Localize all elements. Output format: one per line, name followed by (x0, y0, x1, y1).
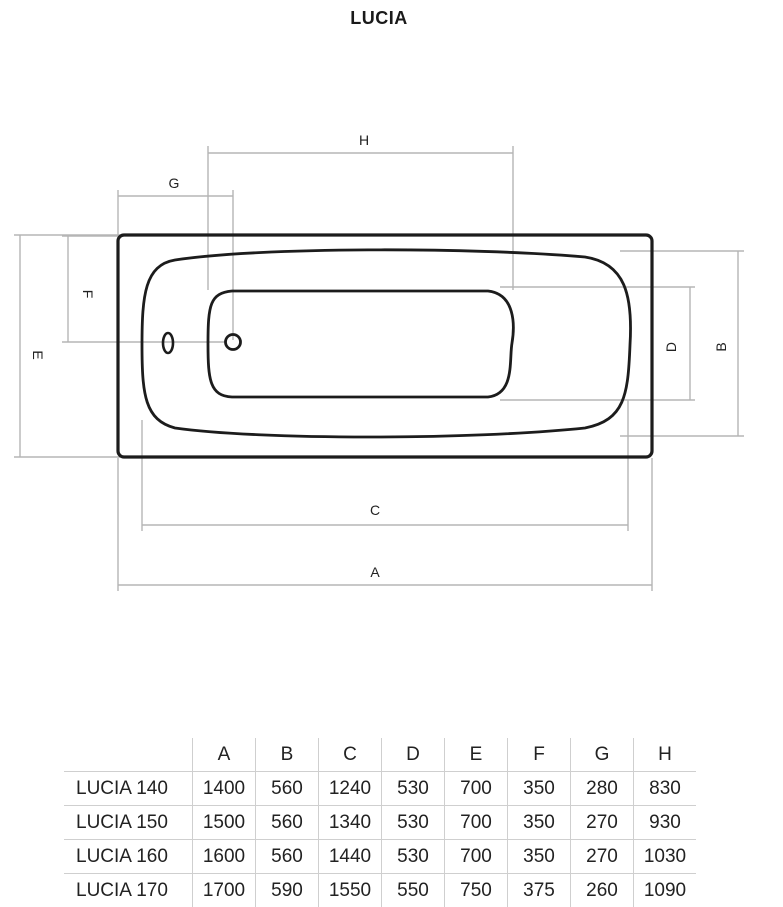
column-header: E (445, 738, 508, 772)
dimension-label-b: B (713, 342, 729, 351)
value-cell: 1700 (193, 874, 256, 907)
value-cell: 1090 (634, 874, 697, 907)
dimension-label-g: G (169, 175, 180, 191)
dimension-label-d: D (663, 342, 679, 352)
value-cell: 1600 (193, 840, 256, 874)
value-cell: 1440 (319, 840, 382, 874)
column-header: G (571, 738, 634, 772)
value-cell: 280 (571, 772, 634, 806)
value-cell: 350 (508, 772, 571, 806)
value-cell: 700 (445, 840, 508, 874)
value-cell: 700 (445, 772, 508, 806)
dimension-label-h: H (359, 132, 369, 148)
value-cell: 1240 (319, 772, 382, 806)
value-cell: 930 (634, 806, 697, 840)
table-row: LUCIA 160 1600 560 1440 530 700 350 270 … (64, 840, 696, 874)
bathtub-diagram: H G F E D B C A (0, 0, 783, 720)
value-cell: 350 (508, 806, 571, 840)
value-cell: 830 (634, 772, 697, 806)
value-cell: 530 (382, 806, 445, 840)
dimension-label-e: E (30, 350, 46, 359)
table-corner-cell (64, 738, 193, 772)
value-cell: 530 (382, 840, 445, 874)
column-header: H (634, 738, 697, 772)
column-header: B (256, 738, 319, 772)
model-name-cell: LUCIA 170 (64, 874, 193, 907)
value-cell: 350 (508, 840, 571, 874)
value-cell: 270 (571, 806, 634, 840)
dimension-label-c: C (370, 502, 380, 518)
table-row: LUCIA 150 1500 560 1340 530 700 350 270 … (64, 806, 696, 840)
value-cell: 560 (256, 772, 319, 806)
dimensions-table: A B C D E F G H LUCIA 140 1400 560 1240 … (64, 738, 696, 907)
value-cell: 1550 (319, 874, 382, 907)
value-cell: 1030 (634, 840, 697, 874)
value-cell: 530 (382, 772, 445, 806)
value-cell: 590 (256, 874, 319, 907)
dimension-label-f: F (80, 290, 96, 299)
value-cell: 700 (445, 806, 508, 840)
column-header: D (382, 738, 445, 772)
value-cell: 1500 (193, 806, 256, 840)
value-cell: 1340 (319, 806, 382, 840)
table-row: LUCIA 140 1400 560 1240 530 700 350 280 … (64, 772, 696, 806)
model-name-cell: LUCIA 160 (64, 840, 193, 874)
dimension-label-a: A (370, 564, 380, 580)
column-header: C (319, 738, 382, 772)
value-cell: 560 (256, 806, 319, 840)
value-cell: 375 (508, 874, 571, 907)
value-cell: 560 (256, 840, 319, 874)
value-cell: 260 (571, 874, 634, 907)
table-row: LUCIA 170 1700 590 1550 550 750 375 260 … (64, 874, 696, 907)
value-cell: 750 (445, 874, 508, 907)
value-cell: 270 (571, 840, 634, 874)
model-name-cell: LUCIA 140 (64, 772, 193, 806)
column-header: A (193, 738, 256, 772)
table-header-row: A B C D E F G H (64, 738, 696, 772)
value-cell: 1400 (193, 772, 256, 806)
model-name-cell: LUCIA 150 (64, 806, 193, 840)
column-header: F (508, 738, 571, 772)
value-cell: 550 (382, 874, 445, 907)
